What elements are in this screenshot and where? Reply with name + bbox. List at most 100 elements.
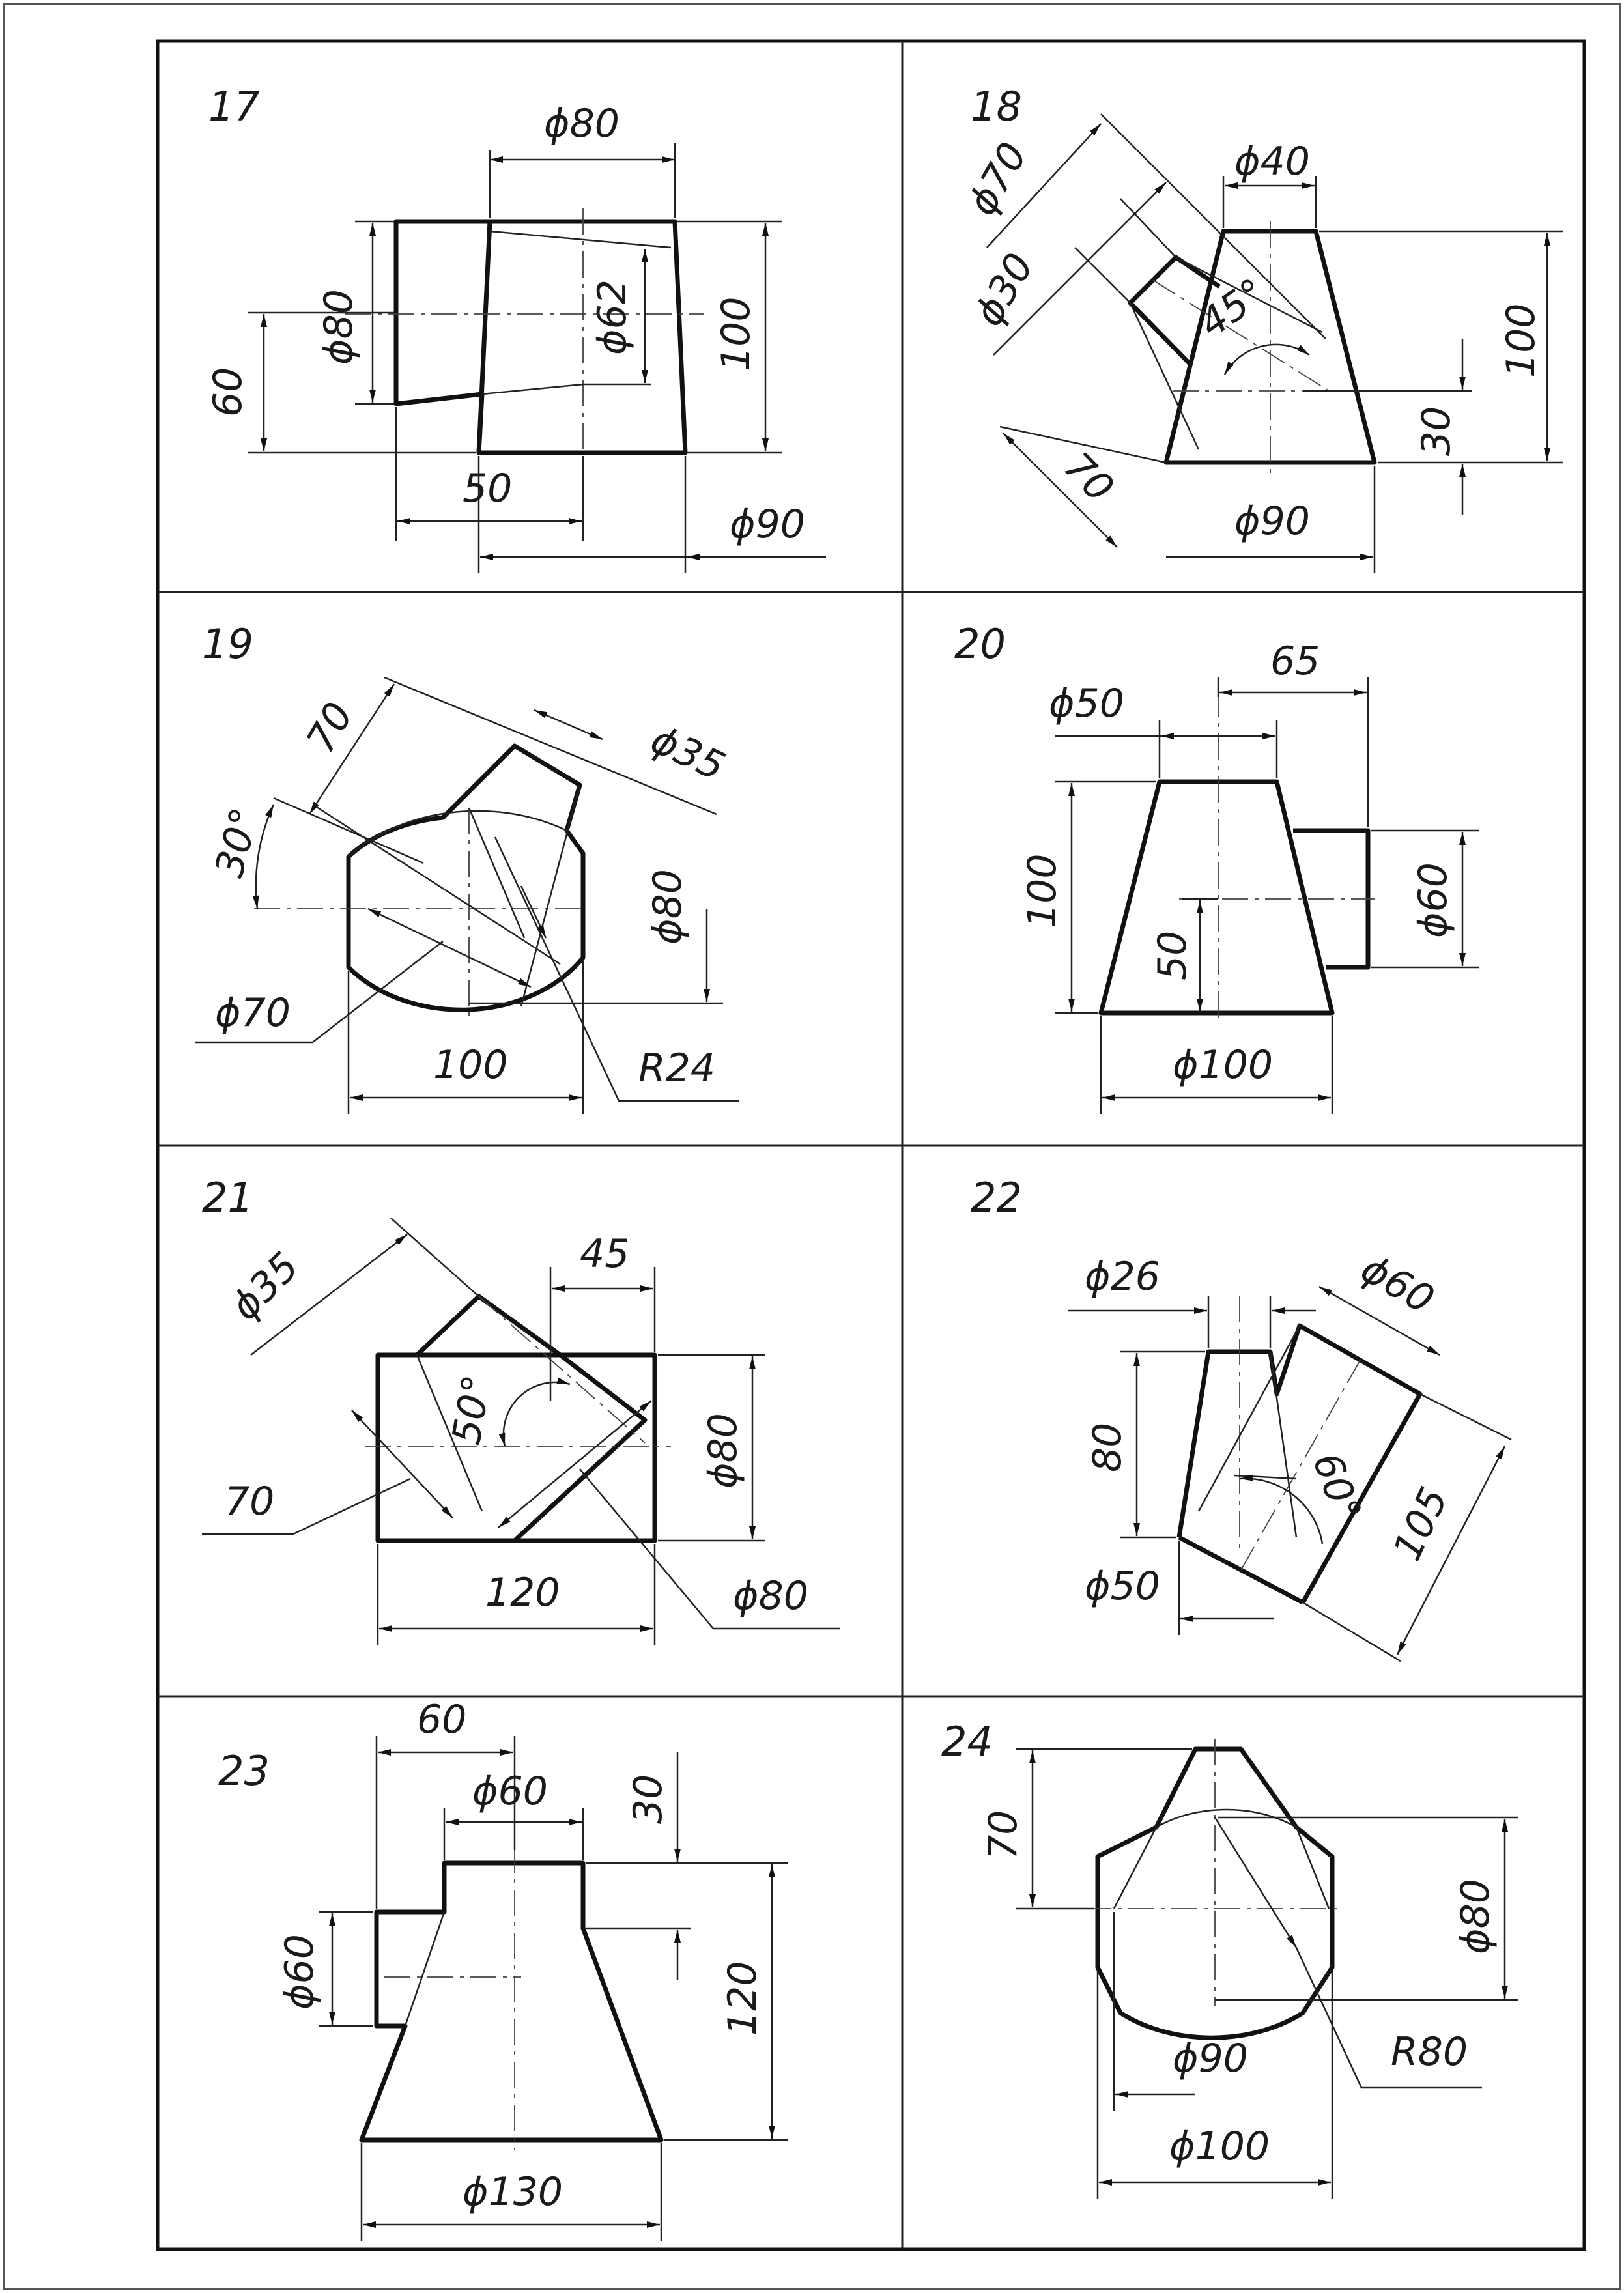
panel-21: 21 45 ϕ35 50° ϕ80 70 120 ϕ80 — [202, 1174, 840, 1645]
dimension-line — [367, 907, 532, 988]
dimension-label: R24 — [638, 1046, 715, 1091]
dimension-label: 100 — [713, 296, 759, 371]
angle-label: 45° — [1191, 270, 1274, 347]
dimension-label: ϕ60 — [277, 1934, 322, 2010]
intersection-curve — [404, 1911, 446, 2027]
dimension-label: 70 — [225, 1479, 274, 1524]
panel-24: 24 70 ϕ80 R80 ϕ90 ϕ100 — [941, 1718, 1518, 2199]
radius-arrow — [520, 885, 547, 939]
dimension-line — [308, 683, 395, 815]
dimension-line — [250, 1234, 408, 1356]
dimension-label: ϕ60 — [1354, 1246, 1442, 1323]
dimension-label: ϕ26 — [1085, 1254, 1160, 1300]
intersection-curve — [481, 383, 584, 395]
oblique-edge — [468, 807, 526, 939]
oblique-edge — [1295, 1827, 1330, 1909]
intersection-curve — [1156, 1808, 1297, 1829]
dimension-label: ϕ90 — [730, 502, 805, 547]
angle-label: 50° — [444, 1372, 500, 1448]
panel-17: 17 ϕ80 60 ϕ80 ϕ62 100 50 — [205, 83, 826, 573]
part-outline — [393, 219, 688, 455]
dimension-label: ϕ70 — [215, 990, 291, 1036]
intersection-curve — [1129, 302, 1200, 450]
panel-number: 20 — [954, 620, 1006, 668]
angle-label: 60° — [1303, 1447, 1370, 1528]
dimension-label: ϕ60 — [472, 1769, 548, 1814]
extension-line — [1100, 113, 1326, 339]
dimension-label: ϕ80 — [1453, 1879, 1498, 1954]
leader-line — [202, 1477, 411, 1535]
leader-line — [579, 1468, 840, 1630]
intersection-curve — [1197, 1325, 1301, 1512]
part-outline — [1098, 779, 1335, 1016]
angle-arc — [1239, 1474, 1324, 1545]
panel-number: 18 — [971, 83, 1022, 130]
leader-line — [1295, 1947, 1482, 2089]
dimension-label: 70 — [1055, 444, 1122, 511]
dimension-label: 70 — [980, 1810, 1026, 1860]
dimension-label: ϕ100 — [1169, 2124, 1270, 2169]
dimension-label: ϕ50 — [1085, 1563, 1160, 1609]
dimension-line — [534, 709, 603, 741]
dimension-label: 105 — [1384, 1481, 1457, 1567]
leader-line — [494, 836, 739, 1102]
part-outline-edge — [1178, 1535, 1304, 1605]
dimension-label: ϕ50 — [1049, 681, 1124, 726]
panel-number: 23 — [218, 1747, 270, 1795]
angle-arc — [498, 1377, 571, 1447]
dimension-line — [1003, 433, 1118, 548]
dimension-label: 80 — [1085, 1423, 1130, 1472]
dimension-label: 65 — [1270, 638, 1320, 684]
center-line-oblique — [478, 1296, 646, 1444]
dimension-label: ϕ60 — [1410, 862, 1456, 938]
panel-number: 22 — [971, 1174, 1022, 1221]
dimension-label: ϕ70 — [959, 135, 1036, 223]
dimension-label: ϕ80 — [645, 869, 691, 945]
dimension-label: 50 — [1150, 931, 1195, 980]
extension-line — [1302, 1601, 1401, 1662]
angle-arc — [1223, 343, 1310, 375]
dimension-label: ϕ80 — [700, 1413, 746, 1488]
dimension-label: 120 — [485, 1570, 560, 1616]
intersection-curve — [1269, 1351, 1298, 1538]
panel-19: 19 70 ϕ35 30° ϕ80 ϕ70 100 R24 — [195, 620, 739, 1114]
dimension-label: ϕ30 — [965, 246, 1043, 334]
sheet-border — [3, 3, 1621, 2290]
extension-line — [390, 1218, 479, 1297]
dimension-label: ϕ90 — [1173, 2036, 1248, 2081]
branch-outline — [415, 1294, 648, 1543]
panel-20: 20 ϕ50 65 100 50 ϕ60 ϕ100 — [954, 620, 1479, 1114]
part-outline-edge — [476, 221, 492, 453]
part-outline — [359, 1860, 664, 2143]
dimension-label: ϕ90 — [1234, 498, 1310, 544]
dimension-label: 100 — [433, 1042, 508, 1088]
angle-label: 30° — [207, 803, 268, 882]
dimension-label: ϕ80 — [544, 101, 620, 147]
dimension-label: R80 — [1391, 2029, 1468, 2075]
panel-18: 18 ϕ70 ϕ40 ϕ30 45° 100 30 — [959, 83, 1563, 573]
dimension-label: 60 — [417, 1697, 466, 1743]
dimension-label: 70 — [298, 694, 362, 760]
oblique-edge — [520, 784, 581, 1007]
dimension-label: ϕ130 — [463, 2169, 563, 2215]
panel-number: 24 — [941, 1718, 993, 1765]
extension-line — [273, 797, 424, 864]
dimension-label: ϕ100 — [1173, 1042, 1273, 1088]
dimension-line — [498, 1400, 652, 1528]
dimension-label: ϕ62 — [590, 279, 635, 355]
radius-arrow — [1214, 1817, 1298, 1948]
panel-number: 17 — [208, 83, 260, 130]
dimension-label: 100 — [1019, 853, 1065, 928]
panel-22: 22 ϕ26 ϕ60 80 60° 105 ϕ50 — [971, 1174, 1512, 1662]
dimension-label: 30 — [625, 1774, 671, 1824]
panel-number: 21 — [202, 1174, 253, 1221]
dimension-label: 50 — [463, 466, 512, 511]
intersection-curve — [489, 230, 672, 249]
dimension-label: ϕ80 — [316, 289, 362, 365]
extension-line — [1120, 198, 1176, 258]
dimension-label: ϕ35 — [222, 1244, 307, 1329]
oblique-edge — [1113, 1827, 1158, 1909]
part-outline — [1095, 1746, 1335, 2040]
dimension-line — [986, 123, 1102, 248]
